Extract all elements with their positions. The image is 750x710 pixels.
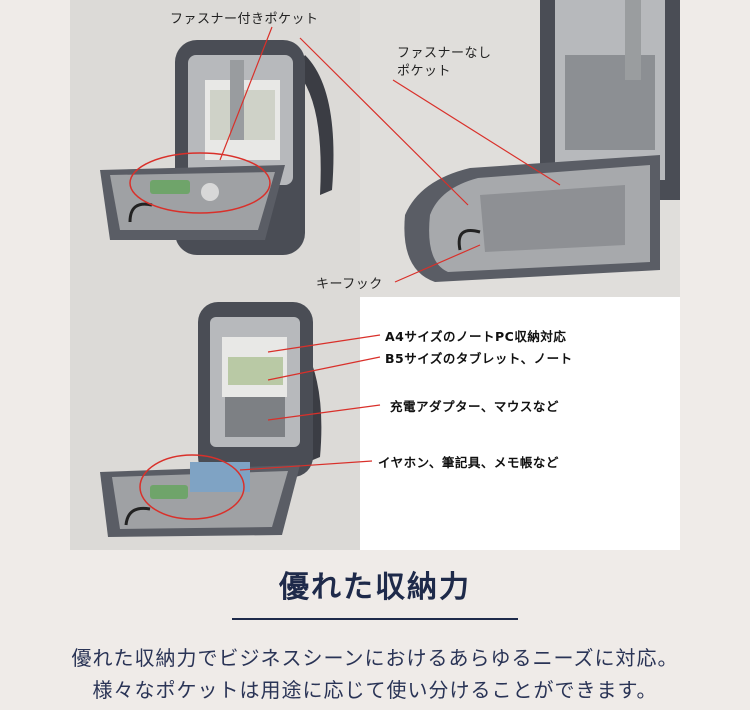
callout-line-b5: [267, 356, 381, 381]
label-adapter: 充電アダプター、マウスなど: [390, 399, 559, 414]
headline-underline: [232, 618, 518, 620]
label-a4-laptop: A4サイズのノートPC収納対応: [385, 329, 567, 344]
photo-inner-pockets: [360, 0, 680, 297]
callout-line-zip-pocket: [219, 26, 273, 161]
callout-line-adapter: [267, 404, 381, 421]
callout-line-no-zip: [392, 79, 561, 186]
photo-backpack-packed: [70, 297, 360, 550]
callout-line-earphones: [239, 460, 373, 471]
description-line-1: 優れた収納力でビジネスシーンにおけるあらゆるニーズに対応。: [71, 646, 679, 670]
label-earphones: イヤホン、筆記具、メモ帳など: [378, 455, 559, 470]
label-no-zip-pocket-line1: ファスナーなし: [397, 46, 492, 61]
backpack-packed-illustration: [70, 297, 360, 550]
callout-panel: [360, 297, 680, 550]
label-b5-tablet: B5サイズのタブレット、ノート: [385, 351, 573, 366]
section-headline: 優れた収納力: [279, 570, 471, 605]
callout-line-key-hook: [394, 244, 481, 283]
label-key-hook: キーフック: [316, 277, 383, 292]
callout-lines: [219, 26, 561, 471]
label-zip-pocket: ファスナー付きポケット: [170, 12, 319, 27]
callout-line-a4: [267, 334, 381, 353]
label-no-zip-pocket-line2: ポケット: [397, 64, 452, 79]
callout-line-zip-pocket-2: [299, 37, 469, 206]
pockets-illustration: [360, 0, 680, 297]
description-line-2: 様々なポケットは用途に応じて使い分けることができます。: [92, 678, 658, 702]
